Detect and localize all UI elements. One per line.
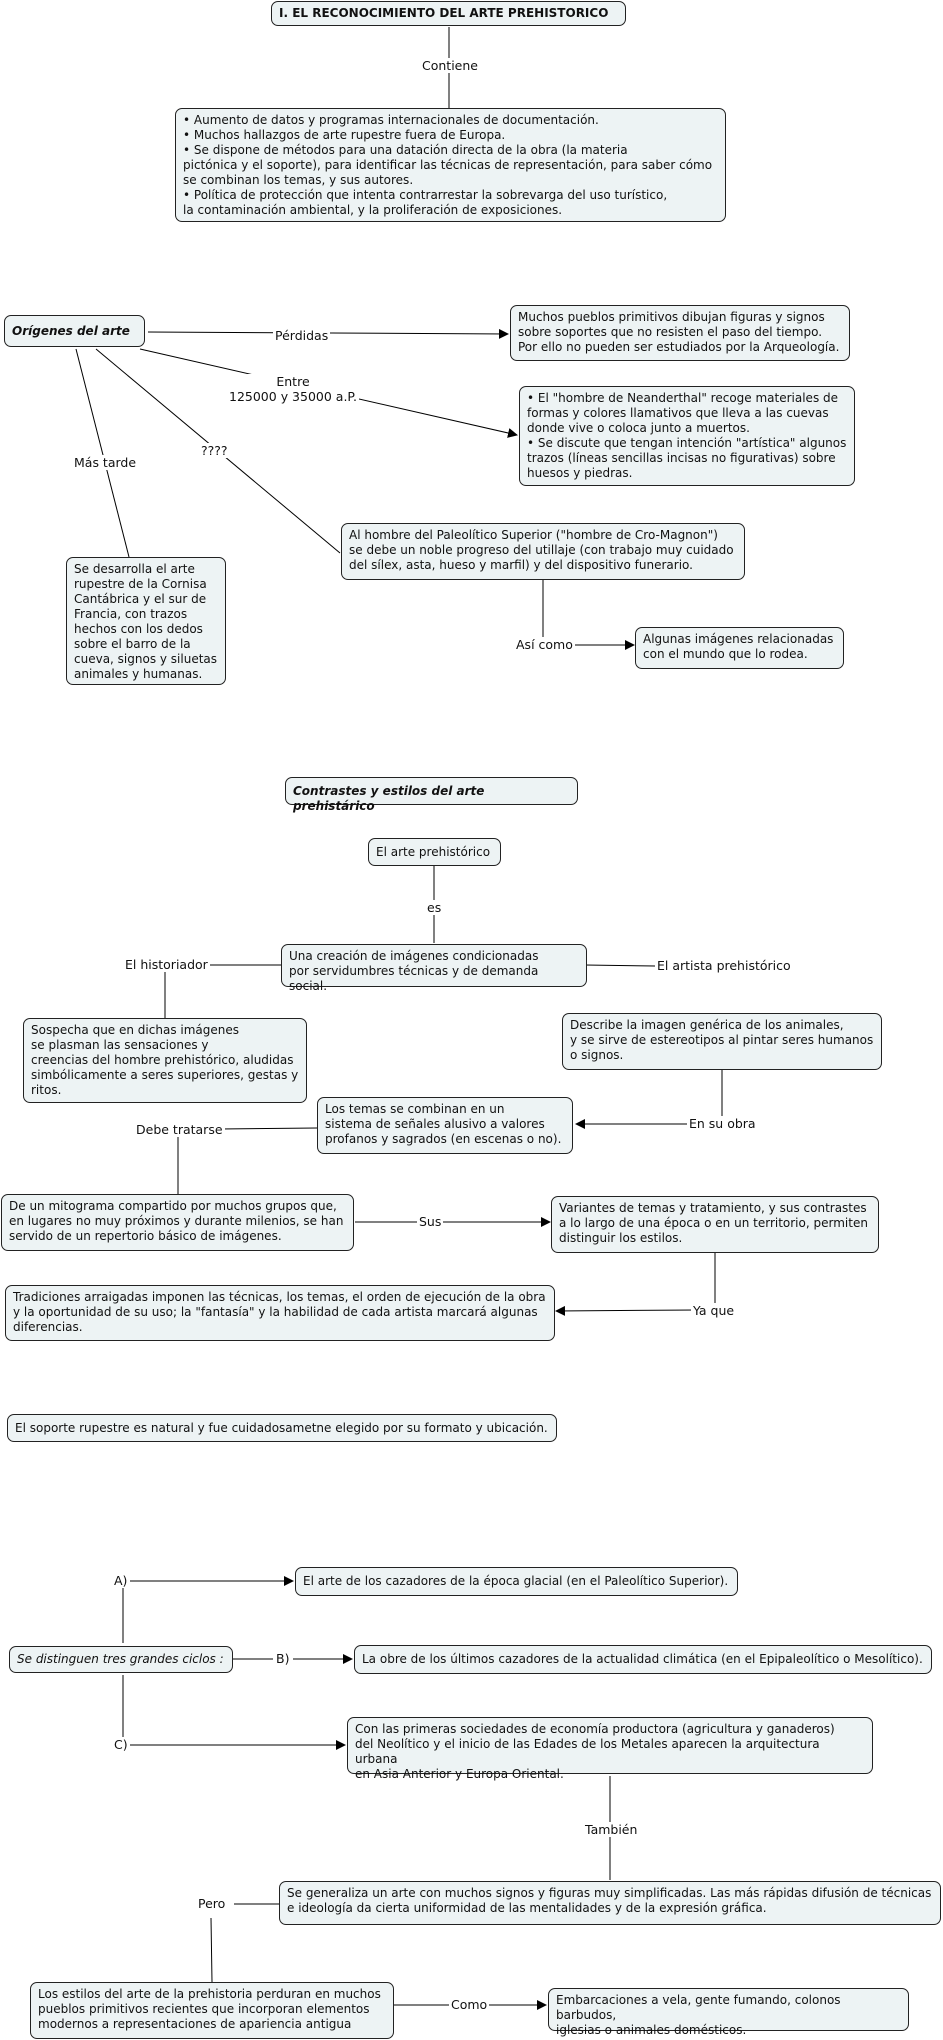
signos-node[interactable]: Se generaliza un arte con muchos signos … [279,1881,941,1925]
ciclos-root-node[interactable]: Se distinguen tres grandes ciclos : [9,1646,233,1673]
connector [555,1305,697,1316]
temas-node[interactable]: Los temas se combinan en un sistema de s… [317,1097,573,1154]
cycle-b-node[interactable]: La obre de los últimos cazadores de la a… [354,1645,932,1674]
imagenes-node[interactable]: Algunas imágenes relacionadas con el mun… [635,627,844,669]
estilos-node[interactable]: Los estilos del arte de la prehistoria p… [30,1982,394,2039]
link-label-contiene: Contiene [420,58,480,73]
perdidas-node[interactable]: Muchos pueblos primitivos dibujan figura… [510,305,850,361]
link-label-question: ???? [199,443,230,458]
connector [584,964,656,967]
origenes-root-node[interactable]: Orígenes del arte [4,315,145,347]
contrastes-title-node[interactable]: Contrastes y estilos del arte prehistári… [285,777,578,813]
link-label-c: C) [112,1737,130,1752]
link-label-historiador: El historiador [123,957,210,972]
arte-prehistorico-node[interactable]: El arte prehistórico [368,838,501,866]
link-label-tambien: También [583,1822,640,1837]
embarcaciones-node[interactable]: Embarcaciones a vela, gente fumando, col… [548,1988,909,2037]
mitograma-node[interactable]: De un mitograma compartido por muchos gr… [1,1194,354,1251]
sospecha-node[interactable]: Sospecha que en dichas imágenes se plasm… [23,1018,307,1103]
link-label-en-su-obra: En su obra [687,1116,758,1131]
cycle-c-node[interactable]: Con las primeras sociedades de economía … [347,1717,873,1781]
soporte-node[interactable]: El soporte rupestre es natural y fue cui… [7,1414,557,1442]
connector [210,1917,213,1983]
connector [75,348,130,558]
link-label-es: es [425,900,444,915]
link-label-artista: El artista prehistórico [655,958,793,973]
cornisa-node[interactable]: Se desarrolla el arte rupestre de la Cor… [66,557,226,685]
cycle-a-node[interactable]: El arte de los cazadores de la época gla… [295,1567,738,1596]
link-label-perdidas: Pérdidas [273,328,331,343]
map1-content-node[interactable]: • Aumento de datos y programas internaci… [175,108,726,222]
link-label-mas-tarde: Más tarde [72,455,139,470]
describe-node[interactable]: Describe la imagen genérica de los anima… [562,1013,882,1070]
map1-title-node[interactable]: I. EL RECONOCIMIENTO DEL ARTE PREHISTORI… [271,1,626,26]
connector [219,1127,318,1130]
cromagnon-node[interactable]: Al hombre del Paleolítico Superior ("hom… [341,523,745,580]
link-label-pero: Pero [196,1896,228,1911]
link-label-ya-que: Ya que [691,1303,737,1318]
neanderthal-node[interactable]: • El "hombre de Neanderthal" recoge mate… [519,386,855,486]
link-label-debe-tratarse: Debe tratarse [134,1122,225,1137]
link-label-b: B) [274,1651,292,1666]
link-label-sus: Sus [417,1214,444,1229]
link-label-asi-como: Así como [514,637,575,652]
variantes-node[interactable]: Variantes de temas y tratamiento, y sus … [551,1196,879,1253]
link-label-entre: Entre 125000 y 35000 a.P. [227,374,359,404]
creacion-node[interactable]: Una creación de imágenes condicionadas p… [281,944,587,993]
tradiciones-node[interactable]: Tradiciones arraigadas imponen las técni… [5,1285,555,1341]
link-label-como: Como [449,1997,490,2012]
link-label-a: A) [112,1573,130,1588]
